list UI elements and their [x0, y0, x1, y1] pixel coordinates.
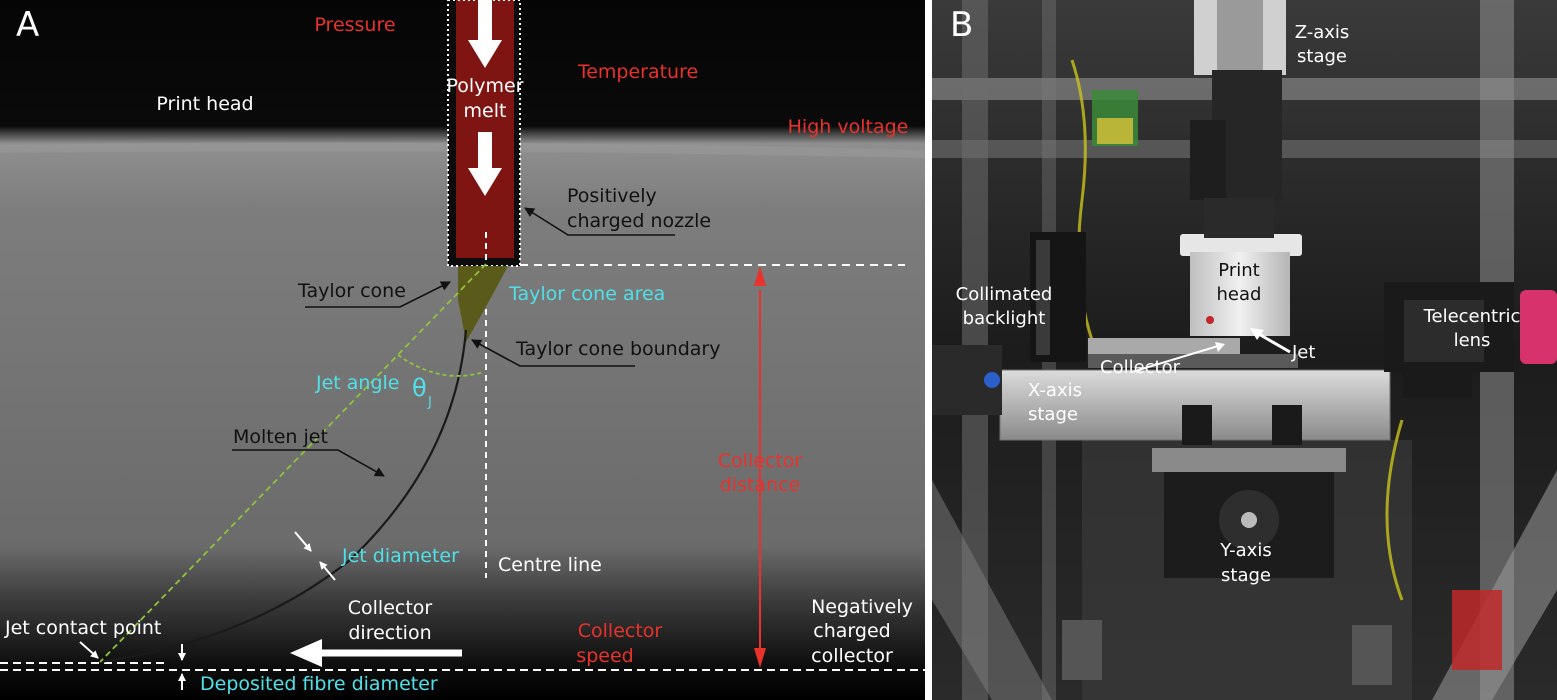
- x-axis-carriage-left: [1182, 405, 1212, 445]
- label-taylor-cone: Taylor cone: [297, 280, 406, 302]
- label-collector-direction-2: direction: [348, 622, 431, 644]
- label-neg-collector-2: charged: [813, 620, 890, 642]
- red-label-box: [1452, 590, 1502, 670]
- taylor-cone-pointer: [305, 281, 451, 308]
- jet-diagram-svg: A Pressure Polymer melt Temperature Prin…: [0, 0, 925, 700]
- label-print-head-2: head: [1217, 284, 1262, 305]
- print-head-indicator: [1206, 316, 1214, 324]
- yellow-connector: [1097, 118, 1133, 144]
- jet-angle-arc: [397, 354, 485, 377]
- label-telecentric-2: lens: [1454, 330, 1491, 351]
- label-jet-diameter: Jet diameter: [341, 545, 459, 567]
- cone-boundary-pointer: [471, 339, 635, 367]
- contact-point-arrow-icon: [79, 641, 99, 659]
- nozzle-outline: [447, 0, 521, 267]
- label-print-head: Print head: [156, 93, 253, 115]
- collector-support: [1088, 354, 1298, 368]
- setup-photo-svg: B Z-axis stage Print head Collimated bac…: [932, 0, 1557, 700]
- jet-diameter-arrow-top-icon: [294, 531, 312, 552]
- molten-jet-curve: [99, 329, 468, 664]
- collimated-backlight-edge: [1036, 240, 1050, 355]
- label-telecentric-1: Telecentric: [1423, 306, 1521, 327]
- label-jet-contact-point: Jet contact point: [4, 617, 161, 639]
- melt-flow-arrow-top-icon: [468, 0, 502, 68]
- print-head-flange: [1180, 234, 1302, 256]
- label-polymer-melt-1: Polymer: [447, 75, 524, 97]
- label-nozzle-2: charged nozzle: [567, 210, 711, 232]
- print-head-mount: [1204, 198, 1274, 238]
- label-theta-sub: J: [427, 395, 432, 410]
- base-foot-left: [1062, 620, 1102, 680]
- jet-pointer-head-icon: [1250, 328, 1264, 340]
- melt-flow-arrow-bottom-icon: [468, 132, 502, 196]
- label-collector-distance-1: Collector: [718, 450, 803, 472]
- label-theta: θ: [412, 374, 427, 402]
- y-axis-stage-top: [1152, 448, 1346, 472]
- label-z-axis-1: Z-axis: [1295, 22, 1350, 43]
- label-deposited-fibre-diameter: Deposited fibre diameter: [200, 673, 438, 695]
- z-axis-lead-screw: [1217, 0, 1263, 70]
- label-y-axis-1: Y-axis: [1219, 540, 1271, 561]
- label-jet: Jet: [1291, 342, 1315, 363]
- collector-direction-arrow-icon: [290, 639, 322, 667]
- nozzle-pointer: [524, 207, 675, 236]
- collector-distance-arrow-down-icon: [754, 648, 766, 668]
- label-neg-collector-1: Negatively: [811, 596, 913, 618]
- telecentric-lens-ring: [1520, 290, 1557, 364]
- base-foot-right: [1352, 625, 1392, 685]
- jet-angle-line: [99, 263, 487, 663]
- collector-pointer-head-icon: [1215, 342, 1225, 352]
- telecentric-lens-barrel: [1404, 300, 1484, 362]
- label-collector-direction-1: Collector: [348, 597, 433, 619]
- y-axis-knob-center: [1241, 512, 1257, 528]
- collector-pointer: [1131, 345, 1219, 373]
- label-z-axis-2: stage: [1297, 46, 1347, 67]
- label-polymer-melt-2: melt: [464, 100, 507, 122]
- panel-b-setup-photo: B Z-axis stage Print head Collimated bac…: [932, 0, 1557, 700]
- label-high-voltage: High voltage: [788, 116, 909, 138]
- label-taylor-cone-boundary: Taylor cone boundary: [515, 338, 720, 360]
- yellow-wire-right: [1385, 419, 1404, 601]
- label-x-axis-2: stage: [1028, 404, 1078, 425]
- label-collector-speed-2: speed: [576, 645, 633, 667]
- label-collector-speed-1: Collector: [578, 620, 663, 642]
- frame-left-diagonal: [932, 480, 1052, 700]
- label-collimated-1: Collimated: [956, 284, 1053, 305]
- label-taylor-cone-area: Taylor cone area: [508, 283, 665, 305]
- label-jet-angle: Jet angle: [315, 372, 400, 394]
- label-print-head-1: Print: [1218, 260, 1259, 281]
- label-collector: Collector: [1100, 357, 1181, 378]
- x-axis-carriage-right: [1272, 405, 1302, 445]
- label-molten-jet: Molten jet: [233, 426, 328, 448]
- jet-pointer: [1256, 331, 1291, 354]
- panel-letter-b: B: [950, 5, 973, 45]
- molten-jet-pointer: [232, 449, 385, 477]
- label-collector-distance-2: distance: [720, 474, 801, 496]
- label-temperature: Temperature: [577, 61, 698, 83]
- label-collimated-2: backlight: [963, 308, 1046, 329]
- jet-diameter-arrow-bottom-icon: [319, 561, 336, 581]
- panel-letter-a: A: [16, 5, 39, 45]
- blue-fitting: [984, 372, 1000, 388]
- z-axis-motor: [1190, 120, 1226, 200]
- collector-distance-arrow-up-icon: [754, 266, 766, 286]
- panel-a-jet-diagram: A Pressure Polymer melt Temperature Prin…: [0, 0, 925, 700]
- label-y-axis-2: stage: [1221, 565, 1271, 586]
- label-centre-line: Centre line: [498, 554, 602, 576]
- taylor-cone-shape: [458, 266, 508, 342]
- label-neg-collector-3: collector: [811, 645, 893, 667]
- label-nozzle-1: Positively: [567, 185, 657, 207]
- label-x-axis-1: X-axis: [1028, 380, 1082, 401]
- label-pressure: Pressure: [314, 14, 395, 36]
- telecentric-lens-mount: [1402, 368, 1472, 398]
